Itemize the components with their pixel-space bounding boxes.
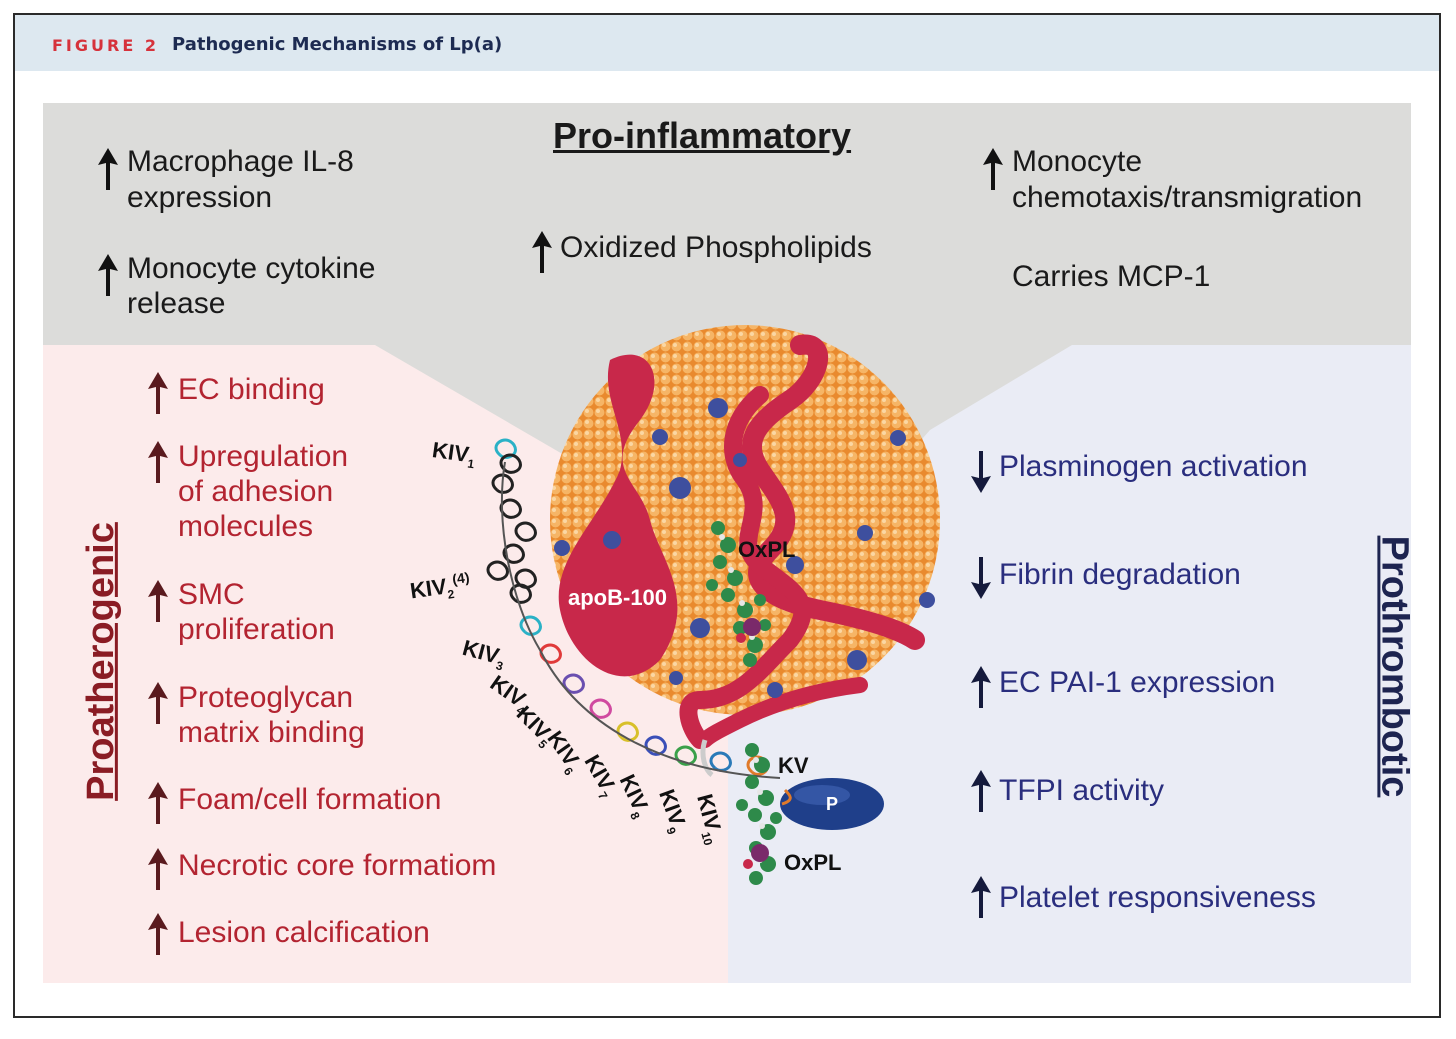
thrombo-item-pai1: EC PAI-1 expression — [999, 666, 1276, 699]
up-arrow-icon — [148, 913, 168, 955]
prothrombotic-title: Prothrombotic — [1373, 535, 1416, 798]
athero-item-adhesion-line2: of adhesion — [178, 475, 334, 508]
up-arrow-icon — [98, 148, 118, 190]
figure-header — [15, 15, 1439, 71]
thrombo-item-tfpi: TFPI activity — [999, 774, 1165, 807]
athero-item-smc-line1: SMC — [178, 578, 245, 611]
athero-item-necrotic-core: Necrotic core formatiom — [178, 849, 497, 882]
athero-item-proteoglycan-line1: Proteoglycan — [178, 681, 354, 714]
inflam-item-cytokine-line1: Monocyte cytokine — [127, 252, 376, 285]
up-arrow-icon — [148, 848, 168, 890]
kringle-chain — [486, 438, 781, 779]
up-arrow-icon — [148, 682, 168, 724]
up-arrow-icon — [98, 254, 118, 296]
up-arrow-icon — [971, 666, 991, 708]
bottom-rule — [13, 1016, 1441, 1018]
protease-label: P — [826, 794, 839, 814]
thrombo-item-plasminogen: Plasminogen activation — [999, 450, 1308, 483]
up-arrow-icon — [148, 782, 168, 824]
apob-ribbon — [558, 354, 678, 677]
oxpl-bottom-label: OxPL — [784, 850, 842, 875]
apob-strand-1 — [742, 334, 925, 650]
up-arrow-icon — [148, 441, 168, 483]
up-arrow-icon — [148, 372, 168, 414]
apob-label: apoB-100 — [568, 585, 668, 610]
inflam-item-il8-line2: expression — [127, 181, 273, 214]
athero-item-ec-binding: EC binding — [178, 373, 325, 406]
up-arrow-icon — [971, 876, 991, 918]
proatherogenic-title: Proatherogenic — [79, 522, 122, 801]
apob-strand-2 — [679, 386, 812, 749]
apob-strand-3 — [697, 677, 868, 748]
thrombo-item-fibrin: Fibrin degradation — [999, 558, 1241, 591]
kv-label: KV — [778, 753, 809, 778]
athero-item-adhesion-line1: Upregulation — [178, 440, 349, 473]
up-arrow-icon — [532, 231, 552, 273]
oxpl-top-label: OxPL — [738, 537, 796, 562]
kringle-label-1: KIV1 — [430, 437, 476, 472]
inflam-item-chemotaxis-line1: Monocyte — [1012, 145, 1143, 178]
down-arrow-icon — [971, 557, 991, 599]
athero-item-foam-cell: Foam/cell formation — [178, 783, 442, 816]
inflam-item-oxpl: Oxidized Phospholipids — [560, 231, 872, 264]
pro-inflammatory-title: Pro-inflammatory — [553, 115, 852, 156]
thrombo-item-platelet: Platelet responsiveness — [999, 881, 1316, 914]
up-arrow-icon — [148, 580, 168, 622]
lpa-particle — [550, 325, 940, 749]
figure-title: Pathogenic Mechanisms of Lp(a) — [172, 34, 503, 55]
up-arrow-icon — [983, 148, 1003, 190]
up-arrow-icon — [971, 770, 991, 812]
figure-label: FIGURE 2 — [52, 36, 159, 55]
inflam-item-il8-line1: Macrophage IL-8 — [127, 145, 354, 178]
oxpl-cluster-top — [706, 521, 771, 667]
down-arrow-icon — [971, 451, 991, 493]
athero-item-smc-line2: proliferation — [178, 613, 335, 646]
inflam-item-chemotaxis-line2: chemotaxis/transmigration — [1012, 181, 1363, 214]
inflam-item-cytokine-line2: release — [127, 287, 226, 320]
inflam-item-mcp1: Carries MCP-1 — [1012, 260, 1211, 293]
linker — [700, 739, 714, 778]
athero-item-calcification: Lesion calcification — [178, 916, 430, 949]
athero-item-adhesion-line3: molecules — [178, 510, 314, 543]
athero-item-proteoglycan-line2: matrix binding — [178, 716, 365, 749]
